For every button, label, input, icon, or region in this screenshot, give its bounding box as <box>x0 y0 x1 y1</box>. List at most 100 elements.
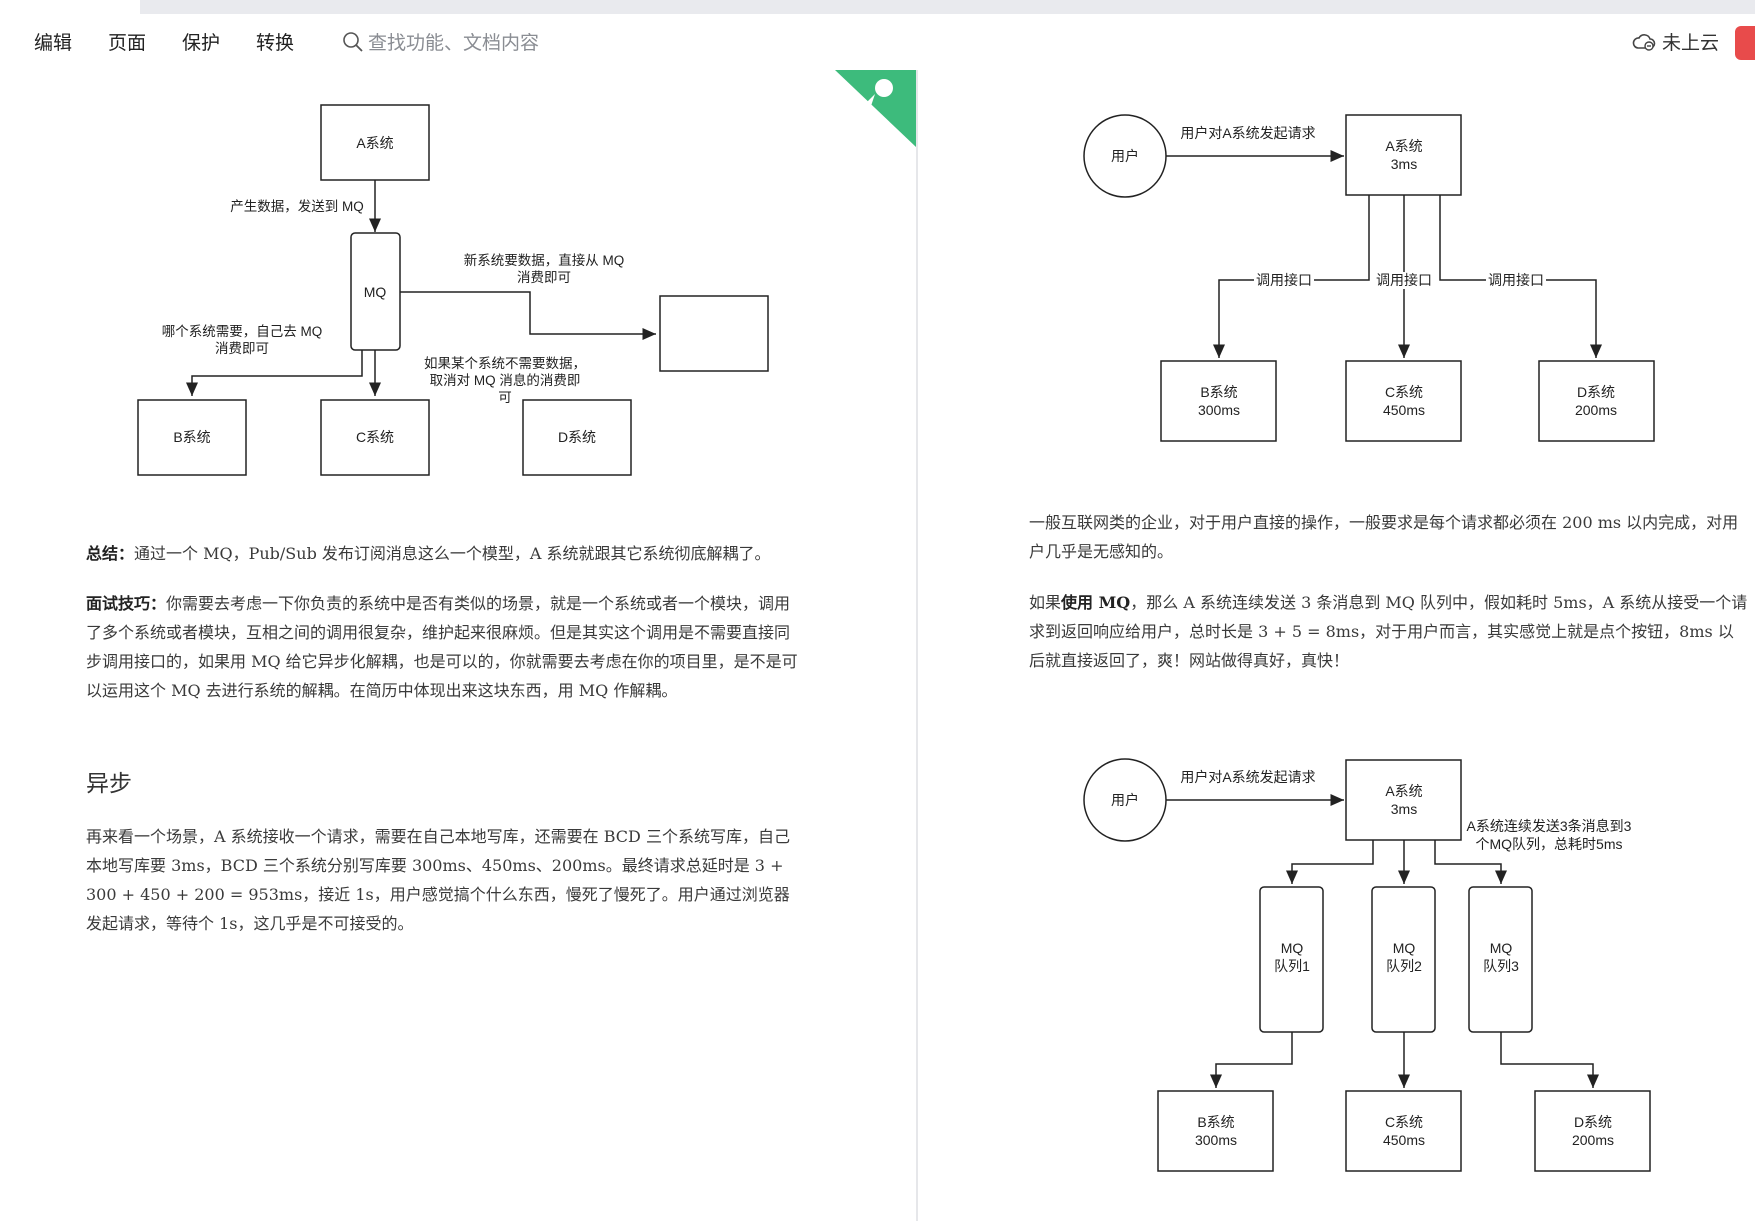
mq-bold: 使用 MQ <box>1061 593 1131 612</box>
node-new <box>659 295 769 372</box>
node-d-time: 200ms <box>1575 402 1617 418</box>
call-label-bg-3 <box>1486 272 1546 289</box>
node-b-time: 300ms <box>1198 402 1240 418</box>
left-page: A系统 产生数据，发送到 MQ MQ 新系统要数据，直接从 MQ 消费即可 哪个… <box>0 70 916 1221</box>
node-mq-label: MQ <box>364 284 387 300</box>
pubsub-diagram: A系统 产生数据，发送到 MQ MQ 新系统要数据，直接从 MQ 消费即可 哪个… <box>137 104 769 476</box>
label-call-c: 调用接口 <box>1376 272 1432 288</box>
summary-paragraph: 总结：通过一个 MQ，Pub/Sub 发布订阅消息这么一个模型，A 系统就跟其它… <box>86 539 806 568</box>
search-box[interactable]: 查找功能、文档内容 <box>342 28 539 55</box>
tab-strip <box>0 0 1755 14</box>
search-input[interactable]: 查找功能、文档内容 <box>368 32 540 54</box>
node-c-label: C系统 <box>356 429 394 445</box>
node-user-label: 用户 <box>1111 148 1139 164</box>
cloud-status[interactable]: 未上云 <box>1632 28 1719 55</box>
cloud-icon <box>1632 33 1656 51</box>
node-b-label: B系统 <box>1197 1114 1234 1130</box>
node-d <box>522 399 632 476</box>
github-corner-icon[interactable] <box>835 70 916 147</box>
label-need-1: 哪个系统需要，自己去 MQ <box>162 324 323 339</box>
label-note-2: 个MQ队列，总耗时5ms <box>1476 836 1623 852</box>
share-button[interactable] <box>1735 26 1755 60</box>
node-c-time: 450ms <box>1383 1132 1425 1148</box>
queue-1-mq: MQ <box>1281 940 1304 956</box>
mq-text: ，那么 A 系统连续发送 3 条消息到 MQ 队列中，假如耗时 5ms，A 系统… <box>1029 593 1748 670</box>
active-document-tab[interactable] <box>0 0 140 14</box>
mq-paragraph: 如果使用 MQ，那么 A 系统连续发送 3 条消息到 MQ 队列中，假如耗时 5… <box>1029 588 1749 675</box>
label-new-sys-2: 消费即可 <box>517 270 571 285</box>
label-noneed-3: 可 <box>498 390 512 405</box>
tip-text: 你需要去考虑一下你负责的系统中是否有类似的场景，就是一个系统或者一个模块，调用了… <box>86 594 798 700</box>
node-d <box>1534 1090 1651 1172</box>
node-b <box>1160 360 1277 442</box>
queue-3-label: 队列3 <box>1483 958 1519 974</box>
label-call-d: 调用接口 <box>1488 272 1544 288</box>
edge-q1-b <box>1210 1032 1293 1088</box>
node-user-label: 用户 <box>1111 792 1139 808</box>
node-d-label: D系统 <box>558 429 596 445</box>
node-b <box>1157 1090 1274 1172</box>
node-a-label: A系统 <box>1385 138 1422 154</box>
queue-1-label: 队列1 <box>1274 958 1310 974</box>
tip-label: 面试技巧： <box>86 594 167 613</box>
async-mq-diagram: 用户 用户对A系统发起请求 A系统 3ms A系统连续发送3条消息到3 个MQ队… <box>1083 758 1651 1172</box>
node-b-time: 300ms <box>1195 1132 1237 1148</box>
label-need-2: 消费即可 <box>215 341 269 356</box>
queue-3-mq: MQ <box>1490 940 1513 956</box>
node-a <box>1345 759 1462 841</box>
page-divider <box>916 70 918 1221</box>
node-c-label: C系统 <box>1385 384 1423 400</box>
node-d-label: D系统 <box>1577 384 1615 400</box>
cloud-status-label: 未上云 <box>1662 32 1720 54</box>
label-produce: 产生数据，发送到 MQ <box>230 199 364 214</box>
label-request: 用户对A系统发起请求 <box>1180 769 1315 785</box>
label-note-1: A系统连续发送3条消息到3 <box>1467 818 1632 834</box>
menu-protect[interactable]: 保护 <box>182 32 221 54</box>
label-new-sys-1: 新系统要数据，直接从 MQ <box>464 252 625 268</box>
label-noneed-1: 如果某个系统不需要数据， <box>424 356 586 371</box>
menu-convert[interactable]: 转换 <box>256 32 295 54</box>
call-label-bg-1 <box>1254 272 1314 289</box>
async-paragraph: 再来看一个场景，A 系统接收一个请求，需要在自己本地写库，还需要在 BCD 三个… <box>86 827 790 933</box>
edge-a-q1 <box>1286 840 1374 884</box>
edge-mq-new <box>400 291 656 340</box>
section-heading-async: 异步 <box>86 770 132 796</box>
call-label-bg-2 <box>1374 272 1434 289</box>
node-b-label: B系统 <box>173 429 210 445</box>
node-d <box>1538 360 1655 442</box>
node-a-label: A系统 <box>1385 783 1422 799</box>
node-a <box>320 104 430 181</box>
mq-prefix: 如果 <box>1029 593 1062 612</box>
node-a-time: 3ms <box>1391 156 1417 172</box>
node-d-time: 200ms <box>1572 1132 1614 1148</box>
edge-q3-d <box>1500 1032 1599 1088</box>
menu-edit[interactable]: 编辑 <box>34 32 73 54</box>
node-a-time: 3ms <box>1391 801 1417 817</box>
node-c <box>1345 1090 1462 1172</box>
label-request: 用户对A系统发起请求 <box>1180 125 1315 141</box>
label-noneed-2: 取消对 MQ 消息的消费即 <box>430 372 581 388</box>
node-a <box>1345 114 1462 196</box>
node-b <box>137 399 247 476</box>
toolbar: 编辑 页面 保护 转换 查找功能、文档内容 未上云 <box>0 14 1755 71</box>
summary-text: 通过一个 MQ，Pub/Sub 发布订阅消息这么一个模型，A 系统就跟其它系统彻… <box>134 544 771 563</box>
tip-paragraph: 面试技巧：你需要去考虑一下你负责的系统中是否有类似的场景，就是一个系统或者一个模… <box>86 589 802 705</box>
sync-call-diagram: 用户 用户对A系统发起请求 A系统 3ms 调用接口 调用接口 调用接口 B系统… <box>1083 114 1655 442</box>
summary-label: 总结： <box>86 544 135 563</box>
label-call-b: 调用接口 <box>1256 272 1312 288</box>
node-c-label: C系统 <box>1385 1114 1423 1130</box>
latency-paragraph: 一般互联网类的企业，对于用户直接的操作，一般要求是每个请求都必须在 200 ms… <box>1029 513 1739 561</box>
queue-2-mq: MQ <box>1393 940 1416 956</box>
search-icon <box>343 31 363 52</box>
edge-a-q3 <box>1434 840 1507 884</box>
queue-2-label: 队列2 <box>1386 958 1422 974</box>
node-a-label: A系统 <box>356 135 393 151</box>
node-b-label: B系统 <box>1200 384 1237 400</box>
node-c <box>320 399 430 476</box>
right-page: 用户 用户对A系统发起请求 A系统 3ms 调用接口 调用接口 调用接口 B系统… <box>918 70 1755 1221</box>
menu-page[interactable]: 页面 <box>108 32 147 54</box>
node-d-label: D系统 <box>1574 1114 1612 1130</box>
edge-mq-b <box>186 350 363 396</box>
node-c <box>1345 360 1462 442</box>
node-c-time: 450ms <box>1383 402 1425 418</box>
